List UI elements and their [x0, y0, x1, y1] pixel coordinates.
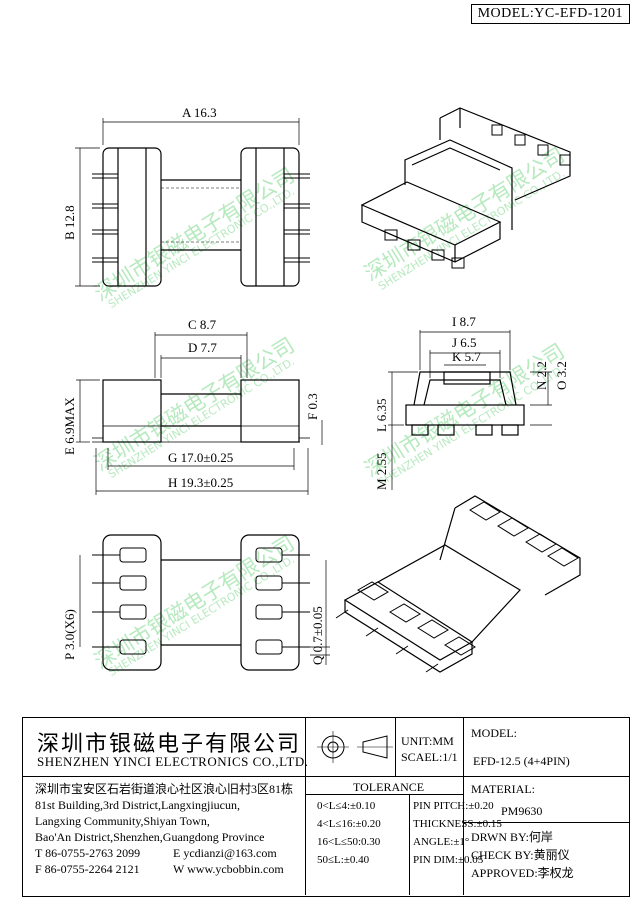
company-name-cn: 深圳市银磁电子有限公司 [37, 731, 302, 756]
dim-a-label: A 16.3 [182, 105, 217, 120]
tolerance-row: 16<L≤50:0.30 [317, 836, 381, 848]
address-en-1: 81st Building,3rd District,Langxingjiucu… [35, 798, 240, 812]
fax: F 86-0755-2264 2121 [35, 862, 140, 876]
dim-l-label: L 6.35 [374, 399, 389, 432]
dim-e-label: E 6.9MAX [62, 397, 77, 455]
dim-n-label: N 2.2 [534, 361, 549, 390]
iso-view-upper [360, 107, 571, 269]
address-en-3: Bao'An District,Shenzhen,Guangdong Provi… [35, 830, 265, 844]
approved-by: APPROVED:李权龙 [471, 866, 574, 880]
top-view [75, 118, 310, 287]
website: W www.ycbobbin.com [173, 862, 284, 876]
tolerance-row: 4<L≤16:±0.20 [317, 818, 381, 830]
model-tag: MODEL:YC-EFD-1201 [470, 4, 630, 24]
email: E ycdianzi@163.com [173, 846, 277, 860]
pin-tolerance-row: PIN PITCH:±0.20 [413, 800, 494, 812]
dim-h-label: H 19.3±0.25 [168, 475, 233, 490]
drawn-by: DRWN BY:何岸 [471, 830, 553, 844]
pin-tolerance-row: PIN DIM:±0.05 [413, 854, 484, 866]
scale-label: SCAEL:1/1 [401, 750, 458, 764]
company-name-en: SHENZHEN YINCI ELECTRONICS CO.,LTD. [37, 754, 309, 769]
dim-q-label: Q 0.7±0.05 [310, 606, 325, 665]
tolerance-row: 50≤L:±0.40 [317, 854, 370, 866]
projection-symbol-icon [317, 731, 393, 763]
dim-j-label: J 6.5 [452, 335, 477, 350]
dim-o-label: O 3.2 [554, 361, 569, 390]
front-view [76, 332, 323, 495]
dim-p-label: P 3.0(X6) [62, 609, 77, 660]
checked-by: CHECK BY:黄丽仪 [471, 848, 570, 862]
pin-tolerance-row: ANGLE:±1° [413, 836, 470, 848]
pin-tolerance-row: THICKNESS:±0.15 [413, 818, 502, 830]
dim-d-label: D 7.7 [188, 340, 217, 355]
model-value: EFD-12.5 (4+4PIN) [473, 754, 570, 768]
address-en-2: Langxing Community,Shiyan Town, [35, 814, 210, 828]
tolerance-label: TOLERANCE [353, 780, 425, 794]
material-label: MATERIAL: [471, 782, 535, 796]
iso-view-lower [335, 495, 581, 673]
side-view [388, 330, 552, 490]
title-block: 深圳市银磁电子有限公司 SHENZHEN YINCI ELECTRONICS C… [22, 717, 630, 897]
dim-i-label: I 8.7 [452, 314, 476, 329]
tolerance-row: 0<L≤4:±0.10 [317, 800, 376, 812]
bottom-view [79, 534, 330, 671]
dim-k-label: K 5.7 [452, 349, 481, 364]
dim-b-label: B 12.8 [62, 205, 77, 240]
model-label: MODEL: [471, 726, 517, 740]
dim-m-label: M 2.55 [374, 452, 389, 490]
tel: T 86-0755-2763 2099 [35, 846, 141, 860]
dim-c-label: C 8.7 [188, 317, 217, 332]
dim-f-label: F 0.3 [305, 393, 320, 420]
address-cn: 深圳市宝安区石岩街道浪心社区浪心旧村3区81栋 [35, 782, 294, 796]
technical-drawing: A 16.3 B 12.8 C 8.7 D 7.7 E 6.9MAX F 0.3… [62, 105, 581, 673]
dim-g-label: G 17.0±0.25 [168, 450, 233, 465]
unit-label: UNIT:MM [401, 734, 454, 748]
material-value: PM9630 [501, 804, 543, 818]
